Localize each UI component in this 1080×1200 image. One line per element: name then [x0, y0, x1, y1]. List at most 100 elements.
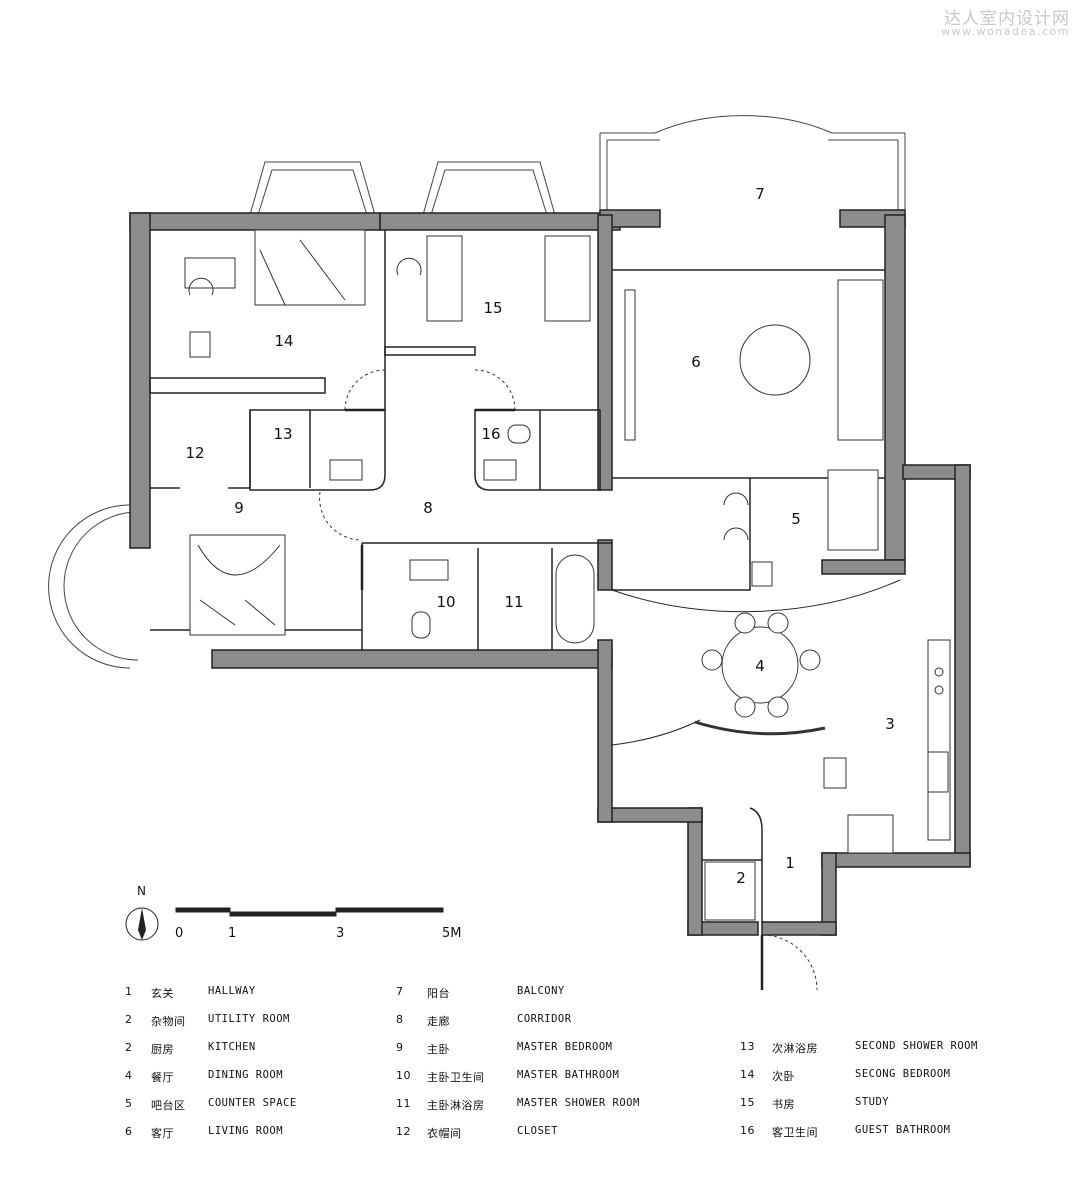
legend-cn: 玄关 [151, 987, 174, 1000]
vanity-second [329, 459, 363, 481]
legend-num: 5 [125, 1097, 133, 1110]
legend-cn: 杂物间 [151, 1015, 186, 1028]
legend-num: 6 [125, 1125, 133, 1138]
plan-label-4: 4 [755, 657, 765, 675]
compass-icon [125, 907, 159, 941]
plan-label-1: 1 [785, 854, 795, 872]
legend-num: 4 [125, 1069, 133, 1082]
legend-num: 12 [396, 1125, 411, 1138]
compass-north-label: N [137, 884, 146, 898]
shoe-cabinet [823, 757, 847, 789]
door-swings [319, 369, 818, 991]
nightstand-secondary [189, 331, 211, 358]
legend-en: BALCONY [517, 985, 565, 997]
legend-en: COUNTER SPACE [208, 1097, 297, 1109]
bay-window-master [48, 504, 131, 669]
washer [847, 814, 894, 854]
legend-cn: 次淋浴房 [772, 1042, 818, 1055]
sink-kitchen [927, 751, 949, 793]
coffee-table [739, 324, 811, 396]
wall-counter-south [821, 559, 906, 575]
legend-cn: 客卫生间 [772, 1126, 818, 1139]
legend-en: UTILITY ROOM [208, 1013, 290, 1025]
wall-dining-west [597, 639, 613, 823]
legend-num: 10 [396, 1069, 411, 1082]
plan-label-5: 5 [791, 510, 801, 528]
legend-en: LIVING ROOM [208, 1125, 284, 1137]
plan-label-11: 11 [504, 593, 523, 611]
legend-num: 11 [396, 1097, 411, 1110]
toilet-guest [507, 424, 531, 444]
scale-label-1: 1 [228, 926, 237, 941]
legend-en: SECONG BEDROOM [855, 1068, 951, 1080]
bathtub [555, 554, 595, 644]
bed-master [189, 534, 286, 636]
legend-num: 2 [125, 1041, 133, 1054]
vanity-master [409, 559, 449, 581]
legend-en: MASTER BATHROOM [517, 1069, 620, 1081]
plan-label-7: 7 [755, 185, 765, 203]
bar-stool [751, 561, 773, 587]
legend-en: STUDY [855, 1096, 890, 1108]
legend-cn: 书房 [772, 1098, 795, 1111]
legend-cn: 次卧 [772, 1070, 795, 1083]
legend-en: DINING ROOM [208, 1069, 284, 1081]
legend-en: SECOND SHOWER ROOM [855, 1040, 978, 1052]
legend-num: 14 [740, 1068, 755, 1081]
balcony-rail-inner [606, 139, 899, 215]
counter-entry [704, 861, 756, 921]
legend-num: 8 [396, 1013, 404, 1026]
plan-label-12: 12 [185, 444, 204, 462]
legend-cn: 主卧淋浴房 [427, 1099, 485, 1112]
bay-window-bedroom-inner [257, 169, 368, 216]
legend-cn: 衣帽间 [427, 1127, 462, 1140]
watermark-url: www.wonadea.com [941, 25, 1070, 38]
legend-en: MASTER SHOWER ROOM [517, 1097, 640, 1109]
plan-label-9: 9 [234, 499, 244, 517]
scale-label-0: 0 [175, 926, 184, 941]
scale-label-3: 3 [336, 926, 345, 941]
plan-label-2: 2 [736, 869, 746, 887]
tv-cabinet [624, 289, 636, 441]
plan-label-16: 16 [481, 425, 500, 443]
watermark-site-name: 达人室内设计网 [944, 9, 1070, 29]
legend-num: 9 [396, 1041, 404, 1054]
sofa-study [544, 235, 591, 322]
bay-window-master-inner [63, 511, 139, 661]
plan-label-10: 10 [436, 593, 455, 611]
bed-secondary [254, 229, 366, 306]
legend-cn: 厨房 [151, 1043, 174, 1056]
legend-num: 16 [740, 1124, 755, 1137]
bay-window-study [422, 161, 556, 216]
balcony-rail [599, 132, 906, 215]
furniture [184, 229, 951, 921]
vanity-guest [483, 459, 517, 481]
scale-bar [175, 907, 444, 917]
plan-label-6: 6 [691, 353, 701, 371]
plan-label-8: 8 [423, 499, 433, 517]
desk-study [426, 235, 463, 322]
plan-label-13: 13 [273, 425, 292, 443]
scale-label-5m: 5M [442, 926, 462, 941]
legend-cn: 吧台区 [151, 1099, 186, 1112]
wall-entry-south-right [761, 921, 837, 936]
legend-en: CLOSET [517, 1125, 558, 1137]
legend-num: 2 [125, 1013, 133, 1026]
legend-en: CORRIDOR [517, 1013, 572, 1025]
legend-en: GUEST BATHROOM [855, 1124, 951, 1136]
legend-en: KITCHEN [208, 1041, 256, 1053]
bay-window-bedroom [249, 161, 376, 216]
legend-num: 13 [740, 1040, 755, 1053]
wall-corridor-stub [597, 539, 613, 591]
wall-living-west [597, 214, 613, 491]
legend-cn: 走廊 [427, 1015, 450, 1028]
door-leaves [345, 408, 764, 990]
legend-cn: 客厅 [151, 1127, 174, 1140]
bay-window-study-inner [430, 169, 548, 216]
legend-cn: 主卧 [427, 1043, 450, 1056]
plan-label-3: 3 [885, 715, 895, 733]
room-number-labels: 1 2 3 4 5 6 7 8 9 10 11 12 13 14 15 16 [185, 185, 894, 887]
legend-num: 1 [125, 985, 133, 998]
walls [129, 209, 971, 936]
